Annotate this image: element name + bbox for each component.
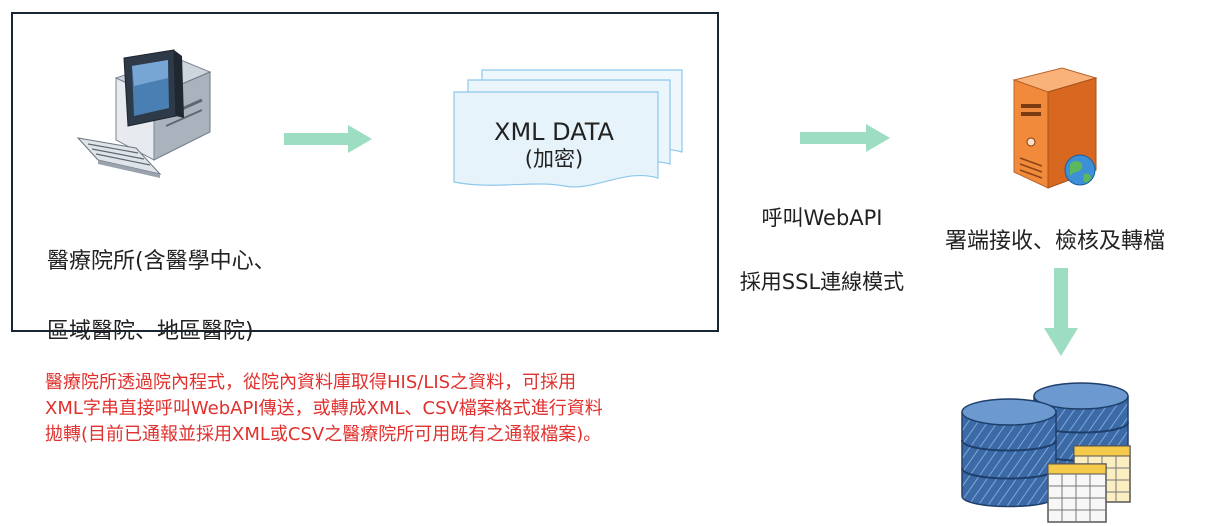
note-line1: 醫療院所透過院內程式，從院內資料庫取得HIS/LIS之資料，可採用 (45, 372, 577, 393)
desktop-computer-icon (76, 49, 212, 178)
process-note: 醫療院所透過院內程式，從院內資料庫取得HIS/LIS之資料，可採用 XML字串直… (45, 370, 725, 448)
hospital-label: 醫療院所(含醫學中心、 區域醫院、地區醫院) (47, 209, 276, 384)
transport-line1: 呼叫WebAPI (761, 206, 883, 230)
document-title: XML DATA (494, 118, 614, 146)
hospital-label-line2: 區域醫院、地區醫院) (47, 319, 254, 344)
arrow-to-server (800, 124, 890, 152)
note-line3: 拋轉(目前已通報並採用XML或CSV之醫療院所可用既有之通報檔案)。 (45, 424, 602, 445)
note-line2: XML字串直接呼叫WebAPI傳送，或轉成XML、CSV檔案格式進行資料 (45, 398, 603, 419)
document-stack-icon (453, 69, 683, 188)
arrow-to-document (284, 125, 372, 153)
document-subtitle: (加密) (524, 147, 584, 171)
transport-description: 呼叫WebAPI 採用SSL連線模式 (734, 170, 910, 330)
transport-line2: 採用SSL連線模式 (739, 270, 905, 294)
arrow-to-database (1044, 268, 1078, 356)
web-server-icon (1012, 67, 1098, 189)
database-table-icon (961, 382, 1131, 523)
hospital-boundary-box (11, 12, 719, 332)
server-label: 署端接收、檢核及轉檔 (945, 229, 1166, 254)
hospital-label-line1: 醫療院所(含醫學中心、 (47, 249, 276, 274)
